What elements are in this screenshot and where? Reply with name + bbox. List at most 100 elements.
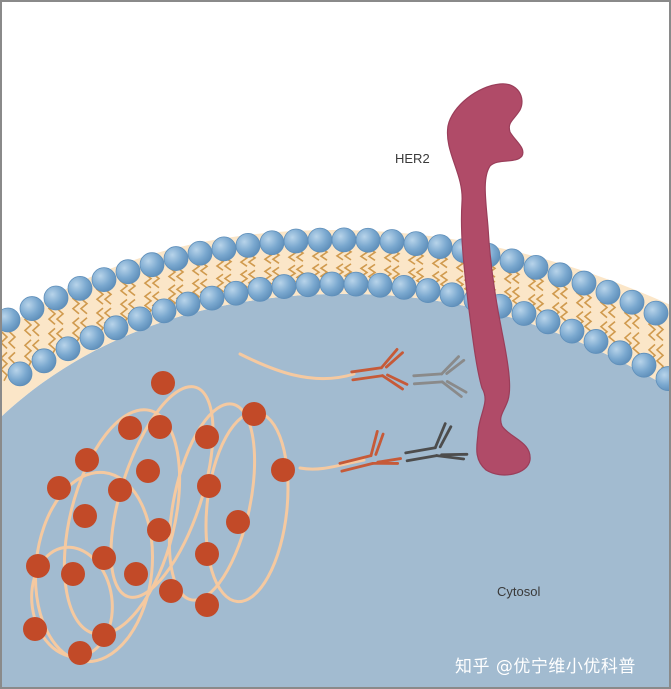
payload-bead [195,425,219,449]
lipid-head [355,227,381,253]
antibody-orange-top [350,348,409,391]
payload-bead [195,542,219,566]
lipid-head [427,234,453,260]
lipid-head [583,329,609,354]
lipid-tail [119,298,129,324]
lipid-head [211,236,237,262]
payload-bead [136,459,160,483]
her2-receptor [446,83,531,476]
lipid-head [607,340,633,366]
lipid-head [127,306,153,332]
lipid-head [115,259,141,285]
lipid-head [43,285,69,311]
cytosol-label: Cytosol [497,584,541,599]
payload-bead [148,415,172,439]
payload-bead [23,617,47,641]
lipid-head [439,282,465,308]
lipid-head [163,246,189,271]
lipid-head [103,315,129,341]
lipid-head [247,276,273,302]
lipid-head [259,230,285,256]
payload-bead [242,402,266,426]
lipid-tail [167,284,177,308]
lipid-head [187,240,213,266]
lipid-head [2,307,21,333]
payload-bead [108,478,132,502]
her2-label: HER2 [395,151,430,166]
payload-bead [73,504,97,528]
lipid-tail [2,351,9,382]
lipid-head [367,272,393,298]
payload-bead [271,458,295,482]
lipid-tail [143,291,153,316]
linker-loop [167,402,257,602]
payload-bead [75,448,99,472]
payload-bead [47,476,71,500]
lipid-head [283,228,309,254]
payload-beads [23,371,295,665]
lipid-head [7,361,33,387]
lipid-heads [2,227,669,391]
lipid-tail [47,327,57,356]
lipid-head [319,271,345,297]
lipid-head [403,231,429,257]
payload-bead [195,593,219,617]
payload-bead [147,518,171,542]
lipid-head [619,289,645,315]
payload-bead [118,416,142,440]
lipid-tail [71,317,81,344]
lipid-head [223,280,249,306]
payload-bead [124,562,148,586]
payload-bead [226,510,250,534]
lipid-head [643,300,669,326]
payload-bead [61,562,85,586]
lipid-head [391,274,417,300]
lipid-head [595,279,621,305]
lipid-head [415,278,441,303]
payload-bead [68,641,92,665]
lipid-head [499,248,525,274]
lipid-head [343,271,369,297]
payload-bead [151,371,175,395]
lipid-head [295,272,321,298]
payload-bead [92,546,116,570]
lipid-head [307,227,333,253]
lipid-tail [191,278,201,302]
lipid-head [655,366,669,391]
watermark-text: 知乎 @优宁维小优科普 [455,657,636,677]
lipid-tail [23,339,33,368]
lipid-head [571,270,597,296]
lipid-head [67,275,93,301]
lipid-head [55,336,81,362]
lipid-head [139,252,165,278]
lipid-head [175,291,201,317]
lipid-head [535,309,561,335]
lipid-head [91,267,117,293]
lipid-head [511,301,537,326]
lipid-head [559,318,585,344]
lipid-tail [655,343,665,373]
lipid-head [235,232,261,258]
lipid-head [523,255,549,280]
antibody-orange-bottom [338,429,402,473]
lipid-head [271,274,297,299]
lipid-head [79,325,105,351]
lipid-head [31,348,57,374]
payload-bead [92,623,116,647]
linker-strand-bottom [298,458,366,471]
payload-bead [26,554,50,578]
linker-strand-top [238,352,356,381]
antibody-gray [412,355,468,398]
lipid-head [631,352,657,378]
lipid-head [547,262,573,288]
lipid-head [199,285,225,311]
lipid-tail [95,307,105,334]
lipid-head [151,298,177,324]
antibody-dark [404,422,469,463]
payload-bead [197,474,221,498]
payload-bead [159,579,183,603]
lipid-head [379,229,405,254]
lipid-head [19,296,45,321]
